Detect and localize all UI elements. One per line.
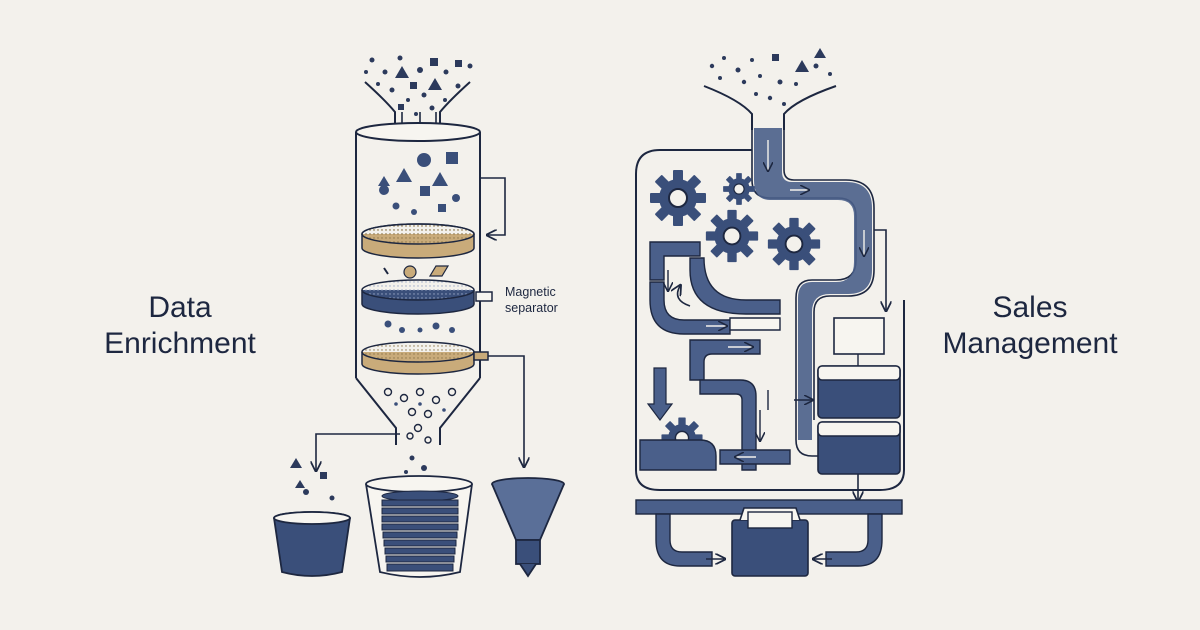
- data-enrichment-machine: [273, 55, 565, 578]
- data-enrichment-title-line1: Data: [148, 291, 212, 324]
- sieve-fine: [361, 341, 489, 375]
- bottom-manifold: [635, 499, 903, 567]
- magnetic-separator-label-line2: separator: [505, 301, 558, 315]
- data-enrichment-title: Data Enrichment: [80, 290, 280, 362]
- output-bin-enriched: [365, 475, 473, 578]
- output-bin-rejects: [273, 511, 351, 577]
- data-enrichment-title-line2: Enrichment: [104, 327, 256, 360]
- input-particles: [364, 55, 473, 116]
- sales-management-machine: [635, 48, 905, 577]
- gear-icon-large: [649, 169, 707, 227]
- column-top: [355, 122, 481, 142]
- data-stack-upper: [817, 365, 901, 419]
- collection-bin: [731, 507, 809, 577]
- machine-housing: [635, 149, 905, 491]
- sieve-coarse: [361, 223, 475, 259]
- sales-management-title-line2: Management: [942, 327, 1118, 360]
- gear-icon-small: [722, 172, 756, 206]
- data-stack-lower: [817, 421, 901, 475]
- gear-icon-right: [766, 216, 822, 272]
- output-nozzle: [491, 477, 565, 578]
- magnetic-separator-label-line1: Magnetic: [505, 285, 556, 299]
- sales-management-title-line1: Sales: [992, 291, 1068, 324]
- down-arrow-icon: [646, 367, 674, 421]
- record-card: [833, 317, 885, 355]
- magnetic-separator: [361, 279, 493, 315]
- magnetic-separator-label: Magnetic separator: [505, 284, 558, 316]
- sales-management-title: Sales Management: [920, 290, 1140, 362]
- gear-icon-center: [704, 208, 760, 264]
